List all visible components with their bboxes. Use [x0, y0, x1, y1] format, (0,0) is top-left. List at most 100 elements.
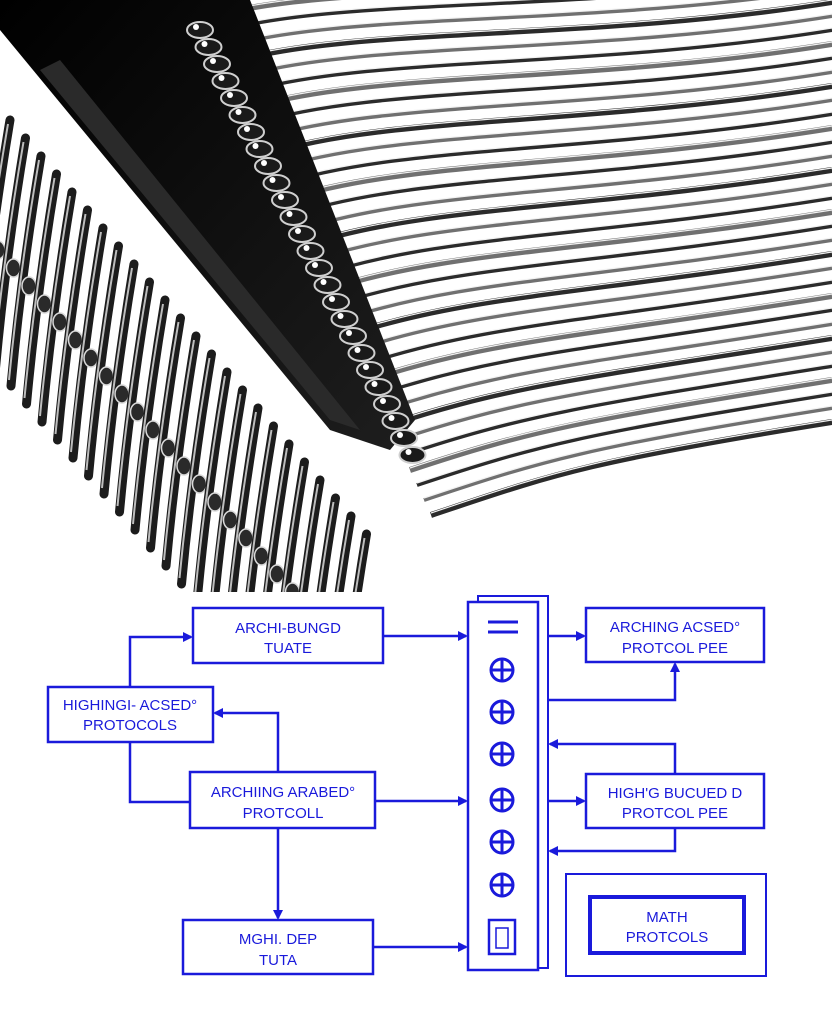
bond-wire: [234, 28, 832, 97]
chip-pin: [0, 133, 30, 369]
bond-wire-highlight: [213, 0, 730, 49]
pin-bead: [21, 276, 37, 296]
chip-pin: [84, 241, 123, 481]
solder-pad: [347, 344, 376, 362]
solder-pad: [364, 378, 393, 396]
line-b-to-c: [128, 742, 190, 804]
box-f-line1: HIGH'G BUCUED D: [608, 785, 743, 802]
box-c-line2: PROTCOLL: [243, 805, 324, 822]
bond-wire-highlight: [423, 405, 832, 499]
pin-bead: [284, 582, 301, 592]
pin-bead: [114, 384, 130, 404]
plus-circle-icon: [489, 829, 515, 855]
solder-pad: [330, 310, 359, 328]
chip-pin: [352, 529, 371, 592]
box-mghi-dep: MGHI. DEP TUTA: [181, 918, 375, 976]
box-highg-bucued: HIGH'G BUCUED D PROTCOL PEE: [584, 772, 766, 830]
bond-wire: [416, 392, 832, 487]
solder-pad: [271, 191, 299, 209]
chip-pin: [130, 295, 170, 535]
pin-highlight: [54, 213, 87, 435]
bond-wire: [430, 419, 832, 518]
pad-shine: [405, 449, 412, 455]
arrow-f-to-bus: [548, 739, 677, 774]
pad-shine: [295, 228, 301, 234]
pin-bead: [67, 330, 84, 350]
pin-highlight: [163, 339, 195, 561]
chip-pin: [22, 169, 61, 409]
box-math-protcols: MATH PROTCOLS: [565, 873, 767, 977]
bond-wire: [290, 140, 832, 217]
pad-shine: [210, 58, 216, 64]
pad-shine: [354, 347, 361, 353]
pin-bead: [269, 564, 285, 584]
chip-pin: [37, 187, 77, 427]
pin-bead: [36, 294, 53, 314]
bond-wire: [227, 14, 832, 82]
pin-highlight: [116, 285, 149, 507]
pad-shine: [193, 24, 199, 30]
box-a-line1: ARCHI-BUNGD: [235, 620, 341, 637]
chip-pin: [193, 367, 232, 592]
pin-highlight: [264, 447, 288, 592]
bond-wire: [206, 0, 598, 37]
bond-wire: [262, 83, 832, 158]
pin-bead: [83, 348, 99, 368]
bond-wire-highlight: [297, 153, 832, 229]
bond-wire-highlight: [248, 55, 832, 124]
solder-pad: [356, 361, 384, 379]
pin-bead: [238, 528, 254, 548]
bond-wires: [199, 0, 832, 518]
solder-pad: [288, 225, 316, 243]
chip-pins: [0, 115, 371, 592]
bond-wire-highlight: [339, 237, 832, 319]
bond-wire: [199, 0, 343, 23]
pad-shine: [286, 211, 293, 217]
chip-body: [0, 0, 415, 450]
pin-highlight: [318, 501, 335, 592]
pin-highlight: [282, 465, 304, 592]
bond-wire-highlight: [318, 195, 832, 274]
bond-wire: [346, 251, 832, 338]
pin-highlight: [147, 321, 180, 543]
pad-shine: [261, 160, 267, 166]
bond-wire: [304, 167, 832, 248]
box-d-line2: TUTA: [259, 952, 297, 969]
box-d-line1: MGHI. DEP: [239, 931, 317, 948]
box-a-line2: TUATE: [264, 640, 312, 657]
plus-circle-icon: [489, 787, 515, 813]
pin-highlight: [101, 267, 133, 489]
bond-wire-highlight: [269, 97, 832, 169]
pin-bead: [98, 366, 115, 386]
box-e-line2: PROTCOL PEE: [622, 640, 728, 657]
bond-wire-highlight: [276, 111, 832, 184]
solder-pad: [186, 21, 214, 39]
bond-wire-highlight: [402, 363, 832, 454]
pad-shine: [346, 330, 352, 336]
pin-highlight: [85, 249, 118, 471]
bond-wire: [255, 70, 832, 142]
pad-shine: [363, 364, 369, 370]
bond-wire-highlight: [325, 209, 832, 289]
solder-pad: [203, 55, 231, 73]
box-b-line2: PROTOCOLS: [83, 717, 177, 734]
pin-bead: [160, 438, 177, 458]
pin-highlight: [211, 393, 242, 592]
bond-wire: [402, 364, 832, 457]
bond-wire: [353, 266, 832, 352]
bond-wire: [381, 322, 832, 412]
chip-pin: [146, 313, 185, 553]
pin-bead: [191, 474, 208, 494]
pin-bead: [207, 492, 223, 512]
solder-pad: [245, 140, 274, 158]
arrow-b-to-a: [128, 632, 193, 687]
solder-pad: [237, 123, 265, 141]
bond-wire: [339, 238, 832, 322]
chip-pin: [115, 277, 154, 517]
pin-highlight: [0, 141, 25, 311]
pad-shine: [397, 432, 403, 438]
box-b-line1: HIGHINGI- ACSED°: [63, 697, 197, 714]
bond-wire-highlight: [311, 181, 832, 259]
bond-wire-highlight: [395, 349, 832, 439]
box-e-line1: ARCHING ACSED°: [610, 619, 740, 636]
